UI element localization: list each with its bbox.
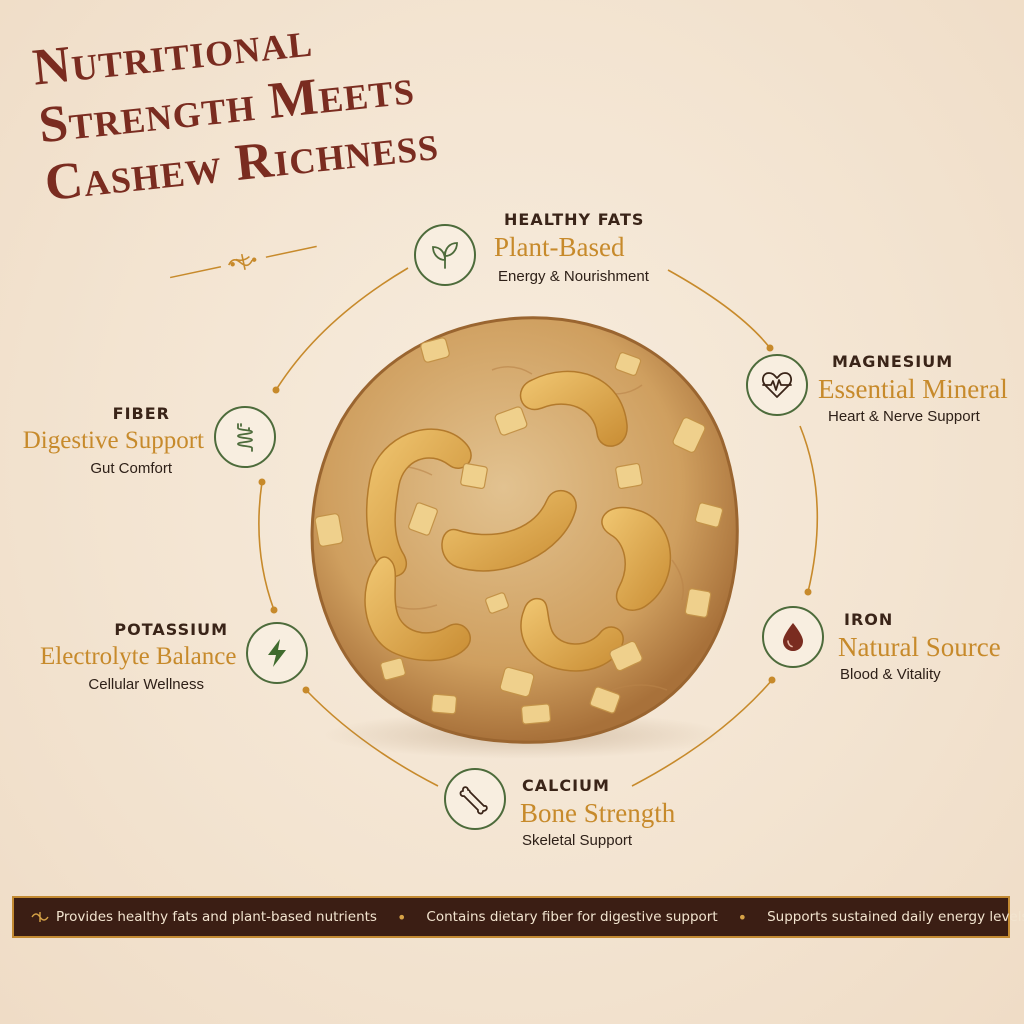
connector-left	[258, 481, 275, 611]
title-divider-ornament	[169, 245, 317, 279]
bone-icon	[459, 786, 488, 815]
nutrient-sub: Cellular Wellness	[88, 676, 204, 693]
footer-item: Contains dietary fiber for digestive sup…	[426, 909, 717, 925]
heartbeat-icon	[762, 372, 792, 398]
nutrient-iron: IRON Natural Source Blood & Vitality	[838, 610, 1001, 686]
nutrient-fiber: FIBER Digestive Support Gut Comfort	[20, 404, 204, 480]
calcium-icon-badge	[444, 768, 506, 830]
footer-separator-dot: •	[737, 907, 748, 927]
healthy-fats-icon-badge	[414, 224, 476, 286]
connector-top-right	[667, 269, 771, 349]
intestine-icon	[237, 423, 253, 452]
nutrient-sub: Gut Comfort	[90, 460, 172, 477]
connector-right	[799, 425, 819, 593]
nutrient-headline: Natural Source	[838, 632, 1001, 662]
potassium-icon-badge	[246, 622, 308, 684]
nutrient-kicker: MAGNESIUM	[832, 352, 954, 371]
cashew-cookie-image	[310, 316, 739, 759]
fiber-icon-badge	[214, 406, 276, 468]
nutrient-potassium: POTASSIUM Electrolyte Balance Cellular W…	[40, 620, 236, 696]
footer-item-text: Provides healthy fats and plant-based nu…	[56, 909, 377, 925]
nutrient-headline: Plant-Based	[494, 232, 625, 262]
footer-item: Provides healthy fats and plant-based nu…	[30, 909, 377, 925]
nutrient-kicker: CALCIUM	[522, 776, 610, 795]
iron-icon-badge	[762, 606, 824, 668]
connector-top-left	[275, 267, 409, 391]
nutrient-kicker: FIBER	[112, 404, 170, 423]
magnesium-icon-badge	[746, 354, 808, 416]
nutrient-headline: Bone Strength	[520, 798, 676, 828]
footer-item-text: Contains dietary fiber for digestive sup…	[426, 909, 718, 925]
nutrient-magnesium: MAGNESIUM Essential Mineral Heart & Nerv…	[818, 352, 1008, 428]
nutrient-kicker: POTASSIUM	[114, 620, 228, 639]
nutrient-sub: Blood & Vitality	[840, 666, 941, 683]
leaf-icon	[432, 242, 458, 269]
footer-separator-dot: •	[396, 907, 407, 927]
drop-icon	[783, 623, 803, 651]
nutrient-kicker: IRON	[844, 610, 894, 629]
footer-item-text: Supports sustained daily energy levels	[767, 909, 1024, 925]
nutrient-sub: Heart & Nerve Support	[828, 408, 980, 425]
footer-item: Supports sustained daily energy levels	[767, 909, 1024, 925]
benefits-footer-bar: Provides healthy fats and plant-based nu…	[12, 896, 1024, 938]
nutrient-headline: Essential Mineral	[818, 374, 1008, 404]
nutrient-sub: Energy & Nourishment	[498, 268, 649, 285]
nutrient-headline: Digestive Support	[22, 427, 204, 454]
nutrient-kicker: HEALTHY FATS	[504, 210, 645, 229]
nutrient-headline: Electrolyte Balance	[40, 643, 237, 670]
nutrient-healthy-fats: HEALTHY FATS Plant-Based Energy & Nouris…	[494, 210, 649, 288]
nutrient-sub: Skeletal Support	[522, 832, 633, 849]
nutrient-calcium: CALCIUM Bone Strength Skeletal Support	[520, 776, 675, 852]
lightning-icon	[268, 639, 286, 667]
flourish-icon	[31, 912, 49, 922]
